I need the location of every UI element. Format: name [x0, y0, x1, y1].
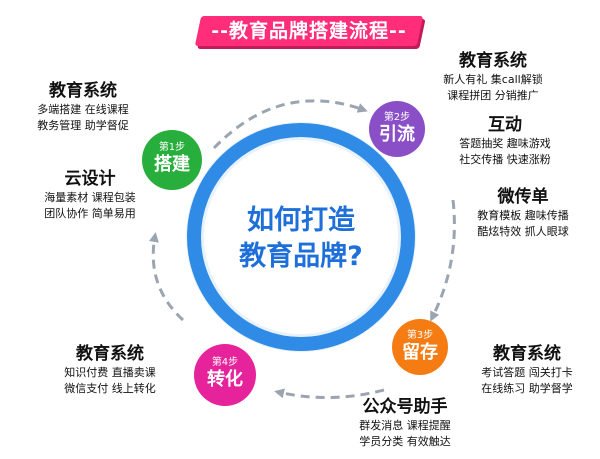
block-top-left-edu: 教育系统 多端搭建 在线课程 教务管理 助学督促 [18, 80, 148, 134]
block-line: 知识付费 直播卖课 [64, 366, 156, 379]
step3-label: 第3步 留存 [390, 330, 450, 364]
step3-number: 第3步 [406, 330, 434, 341]
title-banner: --教育品牌搭建流程-- [194, 12, 424, 50]
block-bottom-right-edu: 教育系统 考试答题 闯关打卡 在线练习 助学督学 [462, 343, 592, 397]
block-line: 酷炫特效 抓人眼球 [477, 225, 569, 238]
step1-number: 第1步 [158, 142, 186, 153]
block-line: 教育模板 趣味传播 [477, 209, 569, 222]
block-heading: 互动 [488, 115, 522, 135]
block-line: 在线练习 助学督学 [481, 382, 573, 395]
step1-label: 第1步 搭建 [142, 142, 202, 176]
block-line: 课程拼团 分销推广 [447, 89, 539, 102]
step4-number: 第4步 [211, 357, 239, 368]
step1-circle [142, 130, 202, 190]
step3-circle [392, 319, 448, 375]
block-line: 多端搭建 在线课程 [37, 103, 129, 116]
arrow-step3-to-step4 [274, 388, 385, 400]
step4-label: 第4步 转化 [195, 357, 255, 391]
block-line: 新人有礼 集call解锁 [443, 73, 543, 86]
step4-name: 转化 [207, 369, 243, 390]
block-heading: 教育系统 [49, 81, 117, 101]
block-right-micro: 微传单 教育模板 趣味传播 酷炫特效 抓人眼球 [458, 186, 588, 240]
block-heading: 公众号助手 [362, 397, 448, 417]
block-top-right-edu: 教育系统 新人有礼 集call解锁 课程拼团 分销推广 [418, 50, 568, 104]
step4-circle [194, 344, 256, 406]
block-right-interact: 互动 答题抽奖 趣味游戏 社交传播 快速涨粉 [440, 114, 570, 168]
arrow-step1-to-step2 [212, 99, 368, 150]
step2-circle [369, 101, 425, 157]
block-heading: 教育系统 [493, 344, 561, 364]
block-line: 海量素材 课程包装 [44, 191, 136, 204]
block-heading: 微传单 [497, 187, 549, 207]
block-left-cloud: 云设计 海量素材 课程包装 团队协作 简单易用 [30, 168, 150, 222]
block-line: 考试答题 闯关打卡 [481, 366, 573, 379]
step3-name: 留存 [402, 342, 438, 363]
block-line: 学员分类 有效触达 [359, 435, 451, 448]
page-title: --教育品牌搭建流程-- [211, 20, 407, 42]
center-disc [204, 140, 398, 334]
block-bottom-gzh: 公众号助手 群发消息 课程提醒 学员分类 有效触达 [340, 396, 470, 450]
step2-name: 引流 [379, 124, 415, 145]
block-bottom-left-edu: 教育系统 知识付费 直播卖课 微信支付 线上转化 [40, 343, 180, 397]
step2-label: 第2步 引流 [367, 112, 427, 146]
step2-number: 第2步 [383, 112, 411, 123]
arrow-step4-to-step1 [149, 232, 185, 322]
block-line: 答题抽奖 趣味游戏 [459, 137, 551, 150]
block-line: 社交传播 快速涨粉 [459, 153, 551, 166]
arrow-step2-to-step3 [430, 199, 456, 322]
center-question: 如何打造 教育品牌? [216, 203, 386, 275]
step1-name: 搭建 [154, 154, 190, 175]
block-line: 群发消息 课程提醒 [359, 419, 451, 432]
block-heading: 教育系统 [76, 344, 144, 364]
center-line-2: 教育品牌? [239, 241, 363, 272]
center-line-1: 如何打造 [247, 205, 355, 236]
center-ring [187, 123, 415, 351]
block-heading: 云设计 [64, 169, 116, 189]
block-heading: 教育系统 [459, 51, 527, 71]
block-line: 教务管理 助学督促 [37, 119, 129, 132]
block-line: 团队协作 简单易用 [44, 207, 136, 220]
block-line: 微信支付 线上转化 [64, 382, 156, 395]
